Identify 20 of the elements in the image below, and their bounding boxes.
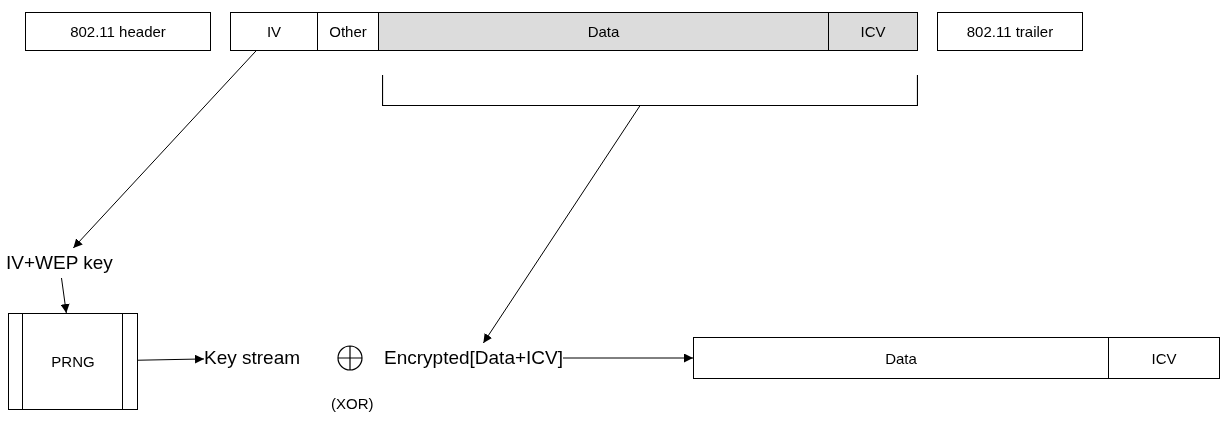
arrow [562,353,694,363]
trailer-field: 802.11 trailer [937,12,1083,51]
key-stream-label: Key stream [204,343,301,373]
icv-field: ICV [828,12,918,51]
xor-symbol [337,345,363,371]
prng-box: PRNG [8,313,138,410]
icv-field: ICV [1108,337,1220,379]
arrow [60,277,70,314]
header-field: 802.11 header [25,12,211,51]
iv-field: IV [230,12,318,51]
bracket [382,75,918,106]
other-field: Other [317,12,379,51]
arrow [72,50,257,249]
node-label: (XOR) [331,395,374,412]
arrow [482,105,641,344]
encrypted-label: Encrypted[Data+ICV] [384,343,563,373]
data-field: Data [693,337,1109,379]
arrow [137,354,205,364]
key-label: IV+WEP key [6,248,113,278]
data-field: Data [378,12,829,51]
